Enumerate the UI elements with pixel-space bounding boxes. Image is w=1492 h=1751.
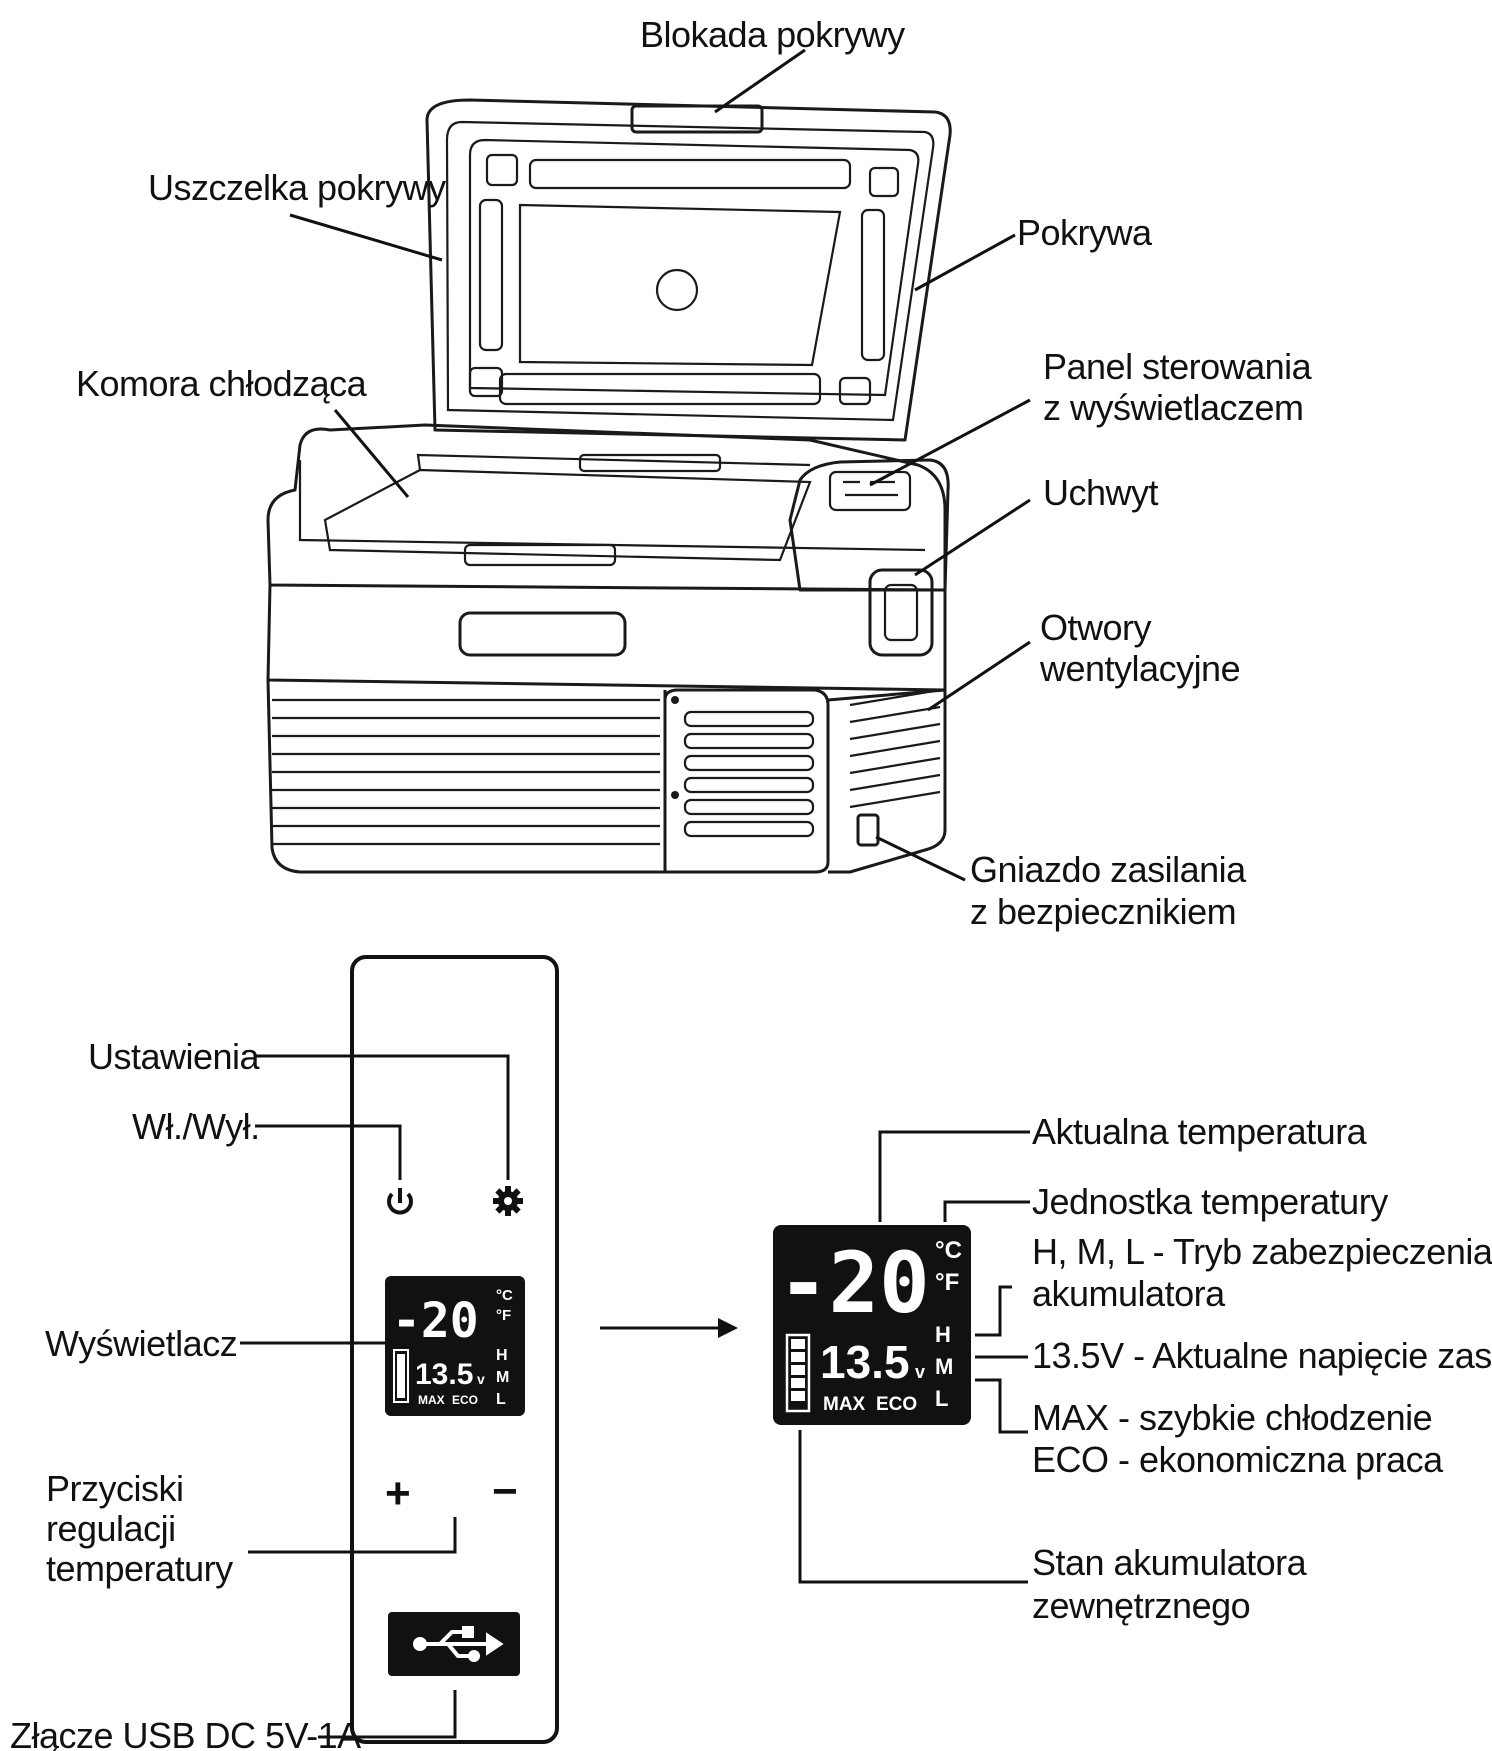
label-temp-buttons-2: regulacji: [46, 1508, 176, 1549]
label-power-socket-1: Gniazdo zasilania: [970, 849, 1247, 890]
lid: [425, 98, 952, 442]
lcd-large-temp: -20: [778, 1234, 930, 1332]
label-battery-mode-1: H, M, L - Tryb zabezpieczenia: [1032, 1231, 1492, 1272]
usb-port[interactable]: [388, 1612, 520, 1676]
front-window: [458, 611, 627, 657]
label-temp-buttons-3: temperatury: [46, 1548, 233, 1589]
svg-text:v: v: [477, 1371, 485, 1387]
panel-display: -20 °C °F 13.5 v H M L MAX ECO: [385, 1276, 525, 1416]
cooling-chamber: [323, 468, 812, 562]
label-voltage: 13.5V - Aktualne napięcie zasilania: [1032, 1335, 1492, 1376]
label-battery-state-2: zewnętrznego: [1032, 1585, 1250, 1626]
svg-text:H: H: [935, 1322, 951, 1347]
label-display: Wyświetlacz: [45, 1323, 237, 1364]
label-battery-state-1: Stan akumulatora: [1032, 1542, 1308, 1583]
lid-button: [655, 268, 699, 312]
label-max-mode: MAX - szybkie chłodzenie: [1032, 1397, 1432, 1438]
svg-text:°F: °F: [496, 1307, 511, 1324]
large-display: -20 °C °F 13.5 v H M L MAX ECO: [773, 1225, 971, 1425]
label-cooling-chamber: Komora chłodząca: [76, 363, 368, 404]
svg-text:L: L: [496, 1391, 506, 1408]
svg-text:v: v: [915, 1362, 925, 1382]
label-temp-unit: Jednostka temperatury: [1032, 1181, 1388, 1222]
label-vents-2: wentylacyjne: [1039, 648, 1240, 689]
label-battery-mode-2: akumulatora: [1032, 1273, 1226, 1314]
svg-text:L: L: [935, 1386, 948, 1411]
label-usb: Złącze USB DC 5V-1A: [10, 1715, 361, 1751]
svg-text:M: M: [496, 1369, 509, 1386]
label-control-panel-1: Panel sterowania: [1043, 346, 1313, 387]
control-panel: [828, 470, 912, 512]
power-socket: [856, 813, 880, 847]
label-current-temp: Aktualna temperatura: [1032, 1111, 1368, 1152]
label-eco-mode: ECO - ekonomiczna praca: [1032, 1439, 1444, 1480]
label-control-panel-2: z wyświetlaczem: [1043, 387, 1304, 428]
battery-icon-small: [393, 1349, 409, 1403]
svg-text:°F: °F: [935, 1269, 959, 1296]
label-power-socket-2: z bezpiecznikiem: [970, 891, 1236, 932]
side-vents: [849, 688, 941, 809]
side-handle: [868, 568, 934, 657]
gear-icon[interactable]: [493, 1186, 523, 1216]
power-icon[interactable]: [387, 1188, 413, 1215]
minus-button[interactable]: −: [492, 1467, 518, 1516]
svg-text:H: H: [496, 1347, 508, 1364]
label-handle: Uchwyt: [1043, 472, 1159, 513]
control-panel-strip: -20 °C °F 13.5 v H M L MAX ECO + −: [350, 955, 559, 1744]
label-lid-lock: Blokada pokrywy: [640, 14, 905, 55]
front-grille: [272, 698, 660, 846]
label-power: Wł./Wył.: [132, 1106, 260, 1147]
label-settings: Ustawienia: [88, 1036, 261, 1077]
fridge-illustration: [266, 98, 952, 874]
label-temp-buttons-1: Przyciski: [46, 1468, 184, 1509]
svg-text:ECO: ECO: [876, 1394, 917, 1415]
label-vents-1: Otwory: [1040, 607, 1152, 648]
svg-text:°C: °C: [935, 1237, 962, 1264]
svg-text:M: M: [935, 1354, 953, 1379]
svg-text:ECO: ECO: [452, 1393, 478, 1407]
plus-button[interactable]: +: [385, 1469, 411, 1518]
svg-text:13.5: 13.5: [820, 1336, 910, 1388]
svg-text:MAX: MAX: [823, 1394, 866, 1415]
label-lid-seal: Uszczelka pokrywy: [148, 167, 446, 208]
lcd-small-temp: -20: [392, 1293, 479, 1349]
usb-icon: [413, 1626, 504, 1662]
arrow-right-icon: [600, 1318, 738, 1338]
svg-text:°C: °C: [496, 1287, 513, 1304]
lid-lock: [630, 104, 764, 134]
svg-text:13.5: 13.5: [415, 1358, 473, 1391]
battery-icon: [785, 1333, 811, 1413]
label-lid: Pokrywa: [1017, 212, 1153, 253]
svg-text:MAX: MAX: [418, 1393, 445, 1407]
